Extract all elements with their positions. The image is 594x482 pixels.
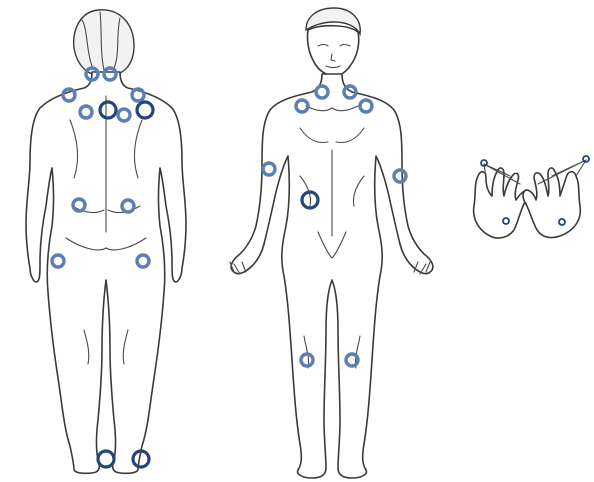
point-thumb-left bbox=[481, 160, 487, 166]
right-hand bbox=[523, 168, 580, 238]
point-thumb-right bbox=[583, 156, 589, 162]
left-hand bbox=[474, 168, 529, 238]
front-body bbox=[231, 74, 433, 478]
hands-view-figure bbox=[474, 160, 586, 238]
front-head bbox=[307, 26, 358, 76]
back-head bbox=[74, 10, 134, 74]
front-view-figure bbox=[230, 8, 433, 478]
point-achilles-left bbox=[98, 451, 114, 467]
